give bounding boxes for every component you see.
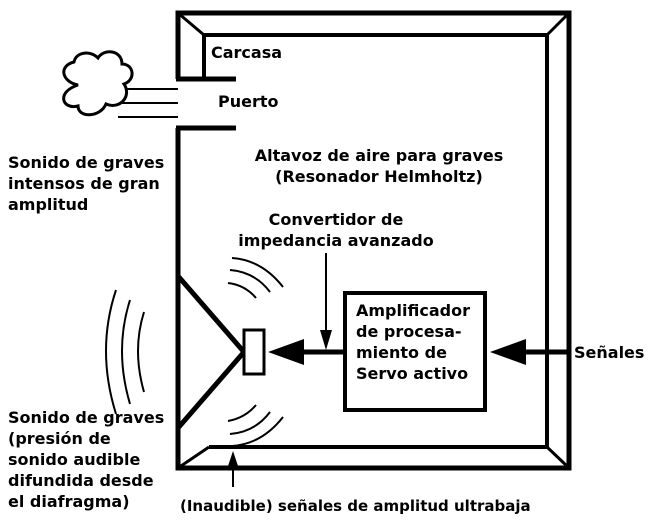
bevel-bottom-left (177, 445, 210, 470)
inner-sound-waves (227, 257, 284, 447)
housing-inner-frame (204, 33, 549, 449)
amplifier-box (343, 291, 487, 412)
housing-frame (175, 10, 572, 471)
label-port: Puerto (218, 92, 279, 111)
label-diaphragm-bass: Sonido de graves (presión de sonido audi… (8, 408, 165, 511)
bevel-bottom-right (545, 445, 571, 470)
label-inaudible: (Inaudible) señales de amplitud ultrabaj… (180, 497, 531, 515)
label-air-woofer: Altavoz de aire para graves (Resonador H… (254, 146, 504, 186)
label-housing: Carcasa (211, 43, 283, 62)
air-puff-cloud (62, 50, 134, 117)
speaker-cone (176, 274, 246, 430)
converter-pointer-head (320, 330, 332, 350)
label-converter: Convertidor de impedancia avanzado (238, 210, 434, 250)
inaudible-pointer-head (227, 451, 239, 469)
label-amplifier: Amplificador de procesa- miento de Servo… (356, 301, 470, 383)
arrows (227, 253, 568, 487)
outer-sound-waves (105, 289, 145, 415)
voice-coil-block (242, 328, 266, 376)
label-port-bass: Sonido de graves intensos de gran amplit… (8, 153, 165, 214)
label-signals: Señales (574, 343, 645, 362)
port (118, 76, 236, 131)
bevel-top-left (177, 11, 205, 37)
amp-to-coil-arrowhead (268, 339, 304, 365)
signals-arrowhead (490, 339, 526, 365)
bevel-top-right (545, 11, 571, 37)
